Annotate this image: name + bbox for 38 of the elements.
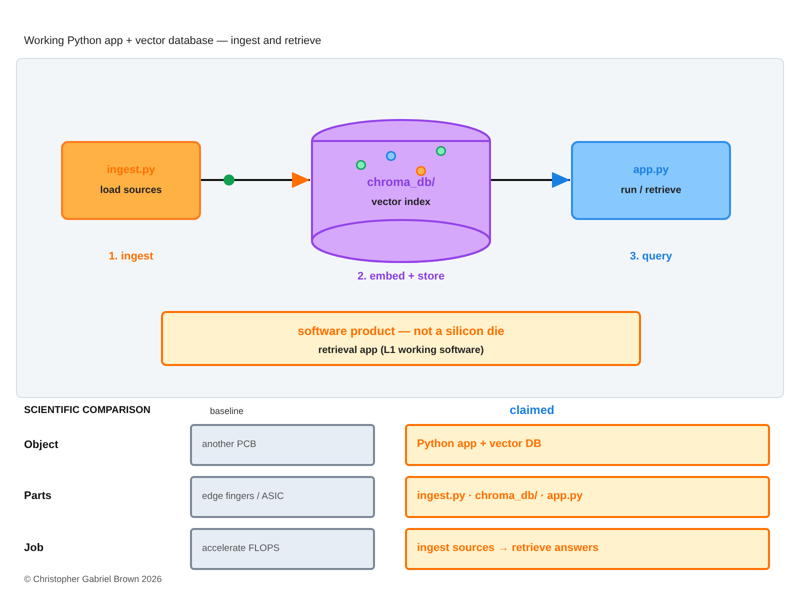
step-label: 3. query [630,250,672,264]
file-name: ingest.py [106,164,156,178]
note-heading: software product — not a silicon die [298,324,504,339]
claimed-card [405,424,770,466]
card-text: edge fingers / ASIC [202,491,284,503]
step-description: load sources [100,184,162,197]
card-text: ingest sources → retrieve answers [417,542,599,556]
step-description: run / retrieve [620,184,682,197]
card-text: accelerate FLOPS [202,543,280,555]
baseline-card [190,476,375,518]
file-name: app.py [633,164,669,178]
arrow [490,172,570,188]
copyright-note: © Christopher Gabriel Brown 2026 [24,574,162,585]
card-text: another PCB [202,439,256,451]
claimed-card [405,476,770,518]
section-heading: SCIENTIFIC COMPARISON [24,405,150,417]
database-cylinder [311,119,491,263]
note-box [161,311,641,366]
baseline-card [190,528,375,570]
card-text: ingest.py · chroma_db/ · app.py [417,490,583,504]
column-header: claimed [510,402,554,418]
background-panel [16,58,784,398]
process-box [571,141,731,220]
row-label: Parts [24,490,52,504]
subtitle: Working Python app + vector database — ingest and retrieve [24,35,322,48]
row-label: Job [24,542,44,556]
row-label: Object [24,439,58,452]
column-header: baseline [210,406,244,416]
step-label: 2. embed + store [357,270,445,284]
arrow [200,172,310,188]
step-description: vector index [372,197,430,210]
claimed-card [405,528,770,570]
process-box [61,141,201,220]
note-text: retrieval app (L1 working software) [318,344,484,357]
baseline-card [190,424,375,466]
card-text: Python app + vector DB [417,438,542,452]
step-label: 1. ingest [108,250,154,264]
folder-name: chroma_db/ [366,174,435,190]
